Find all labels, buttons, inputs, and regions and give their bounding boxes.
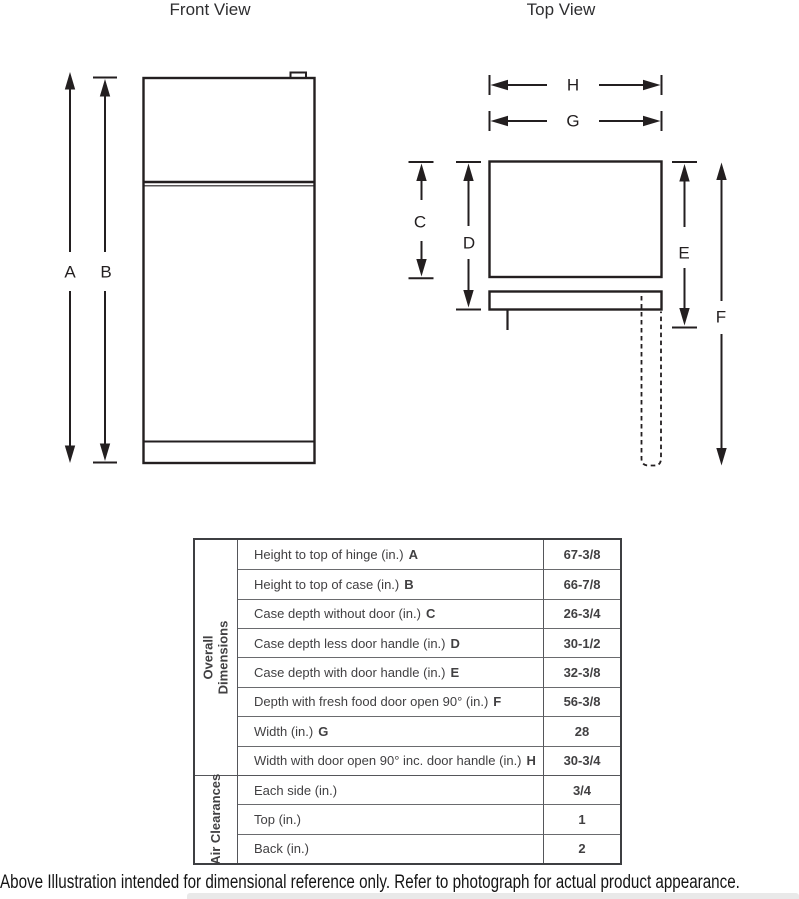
dim-label-f: F: [715, 307, 727, 327]
table-row-label: Back (in.): [238, 833, 543, 863]
dim-arrow-d: [456, 161, 481, 311]
dimension-diagram: [64, 71, 727, 467]
front-view-drawing: [64, 71, 316, 465]
dim-arrow-h: [488, 75, 663, 95]
front-view-title: Front View: [169, 0, 251, 19]
table-row-value: 3/4: [543, 774, 620, 805]
case-top-outline: [488, 160, 663, 279]
table-row-label: Each side (in.): [238, 774, 543, 804]
top-view-drawing: [408, 75, 727, 467]
group-label: Air Clearances: [207, 773, 223, 865]
dim-label-h: H: [566, 75, 580, 95]
dim-label-g: G: [566, 111, 580, 131]
group-label: Overall Dimensions: [200, 620, 231, 695]
table-row-label: Case depth less door handle (in.)D: [238, 628, 543, 657]
dim-arrow-f: [716, 162, 727, 466]
table-row-label: Height to top of hinge (in.)A: [254, 547, 418, 563]
door-top-outline: [488, 290, 663, 311]
dim-arrow-a: [64, 72, 76, 463]
dim-label-d: D: [462, 233, 476, 253]
dim-arrow-g: [488, 111, 663, 131]
table-row-value: 2: [543, 833, 620, 863]
bottom-divider-bar: [187, 893, 799, 899]
dim-label-b: B: [100, 262, 112, 282]
table-row-value: 67-3/8: [543, 540, 620, 570]
dim-label-c: C: [413, 212, 427, 232]
table-row-value: 56-3/8: [543, 686, 620, 717]
table-row-label: Depth with fresh food door open 90° (in.…: [238, 686, 543, 716]
table-row-label: Case depth without door (in.)C: [238, 598, 543, 628]
dim-arrow-c: [408, 161, 434, 280]
group-air-clearances: Air Clearances: [195, 774, 238, 865]
table-row-label: Width with door open 90° inc. door handl…: [238, 745, 543, 775]
dim-arrow-b: [93, 76, 117, 464]
dimensions-table: Overall Dimensions Air Clearances Height…: [193, 538, 622, 865]
group-overall-dimensions: Overall Dimensions: [195, 540, 238, 775]
table-row-label: Height to top of case (in.)B: [238, 569, 543, 598]
table-row-value: 28: [543, 716, 620, 746]
table-row-label: Case depth with door handle (in.)E: [238, 657, 543, 686]
disclaimer-note: Above Illustration intended for dimensio…: [0, 872, 740, 893]
table-row-value: 66-7/8: [543, 569, 620, 599]
table-row-value: 1: [543, 804, 620, 834]
dim-label-e: E: [678, 243, 690, 263]
dim-label-a: A: [64, 262, 76, 282]
table-row-value: 32-3/8: [543, 657, 620, 687]
table-row-label: Width (in.)G: [238, 716, 543, 745]
table-row-value: 30-1/2: [543, 628, 620, 658]
dim-arrow-e: [672, 161, 697, 329]
table-row-value: 26-3/4: [543, 598, 620, 629]
table-row-value: 30-3/4: [543, 745, 620, 775]
table-row-label: Top (in.): [238, 804, 543, 833]
open-door-dashed-outline: [640, 296, 662, 467]
top-view-title: Top View: [526, 0, 596, 19]
fridge-case-outline: [142, 76, 316, 465]
